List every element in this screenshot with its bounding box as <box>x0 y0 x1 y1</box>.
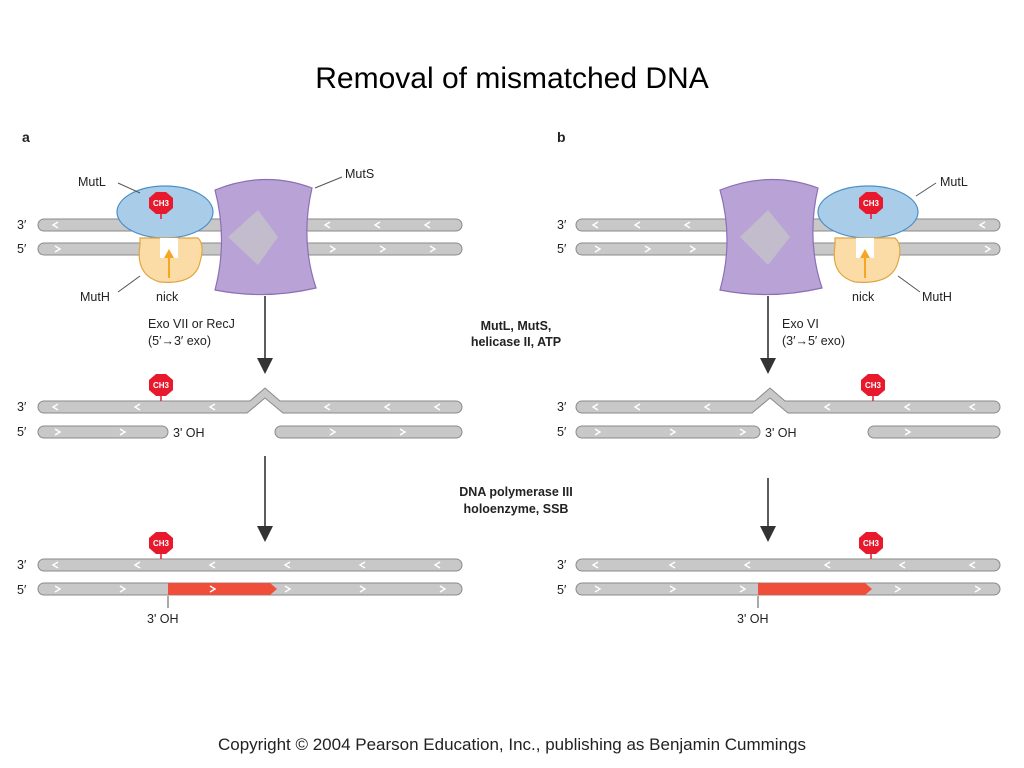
panel-b-nick-label: nick <box>852 290 875 304</box>
panel-a-methyl-stage2: CH3 <box>149 374 173 401</box>
panel-b-strand-3-label: 3′ <box>557 218 567 232</box>
panel-a-nick-arrowhead <box>164 249 174 258</box>
panel-b-muth-protein <box>833 237 901 283</box>
panel-b-stage2-strands <box>575 387 1001 439</box>
panel-a-stage2-3-label: 3′ <box>17 400 27 414</box>
panel-a-mutl-label: MutL <box>78 175 106 189</box>
panel-b-stage2-3-label: 3′ <box>557 400 567 414</box>
panel-a-stage2-5-label: 5′ <box>17 425 27 439</box>
panel-b-new-dna <box>758 583 872 595</box>
panel-b-methyl-label-3: CH3 <box>863 539 880 548</box>
panel-a-nick-gap <box>160 238 178 258</box>
copyright-footer: Copyright © 2004 Pearson Education, Inc.… <box>217 735 806 754</box>
panel-a-stage3-strands <box>37 558 463 596</box>
panel-b-mutl-leader <box>915 182 937 197</box>
panel-a-strand-5-label: 5′ <box>17 242 27 256</box>
center-step2-line1: DNA polymerase III <box>459 485 572 499</box>
panel-a-oh-bottom: 3' OH <box>147 612 179 626</box>
panel-b-methyl-stage2: CH3 <box>861 374 885 401</box>
panel-b-nick-gap <box>856 238 874 258</box>
center-step1-line2: helicase II, ATP <box>471 335 561 349</box>
panel-a-new-dna <box>168 583 277 595</box>
panel-a-muts-protein <box>214 178 317 296</box>
panel-b-stage3-strands <box>575 558 1001 596</box>
panel-b-methyl-label-1: CH3 <box>863 199 880 208</box>
panel-b-muts-protein <box>719 178 823 296</box>
panel-b-mutl-label: MutL <box>940 175 968 189</box>
panel-a-stage3-5-label: 5′ <box>17 583 27 597</box>
panel-a-muth-protein <box>138 237 203 283</box>
panel-b-exo-line1: Exo VI <box>782 317 819 331</box>
panel-b-methyl-label-2: CH3 <box>865 381 882 390</box>
panel-b-muth-label: MutH <box>922 290 952 304</box>
panel-a-exo-line1: Exo VII or RecJ <box>148 317 235 331</box>
panel-a-stage3-3-label: 3′ <box>17 558 27 572</box>
panel-a-muth-leader <box>117 275 141 293</box>
panel-a-methyl-stage1: CH3 <box>149 192 173 219</box>
panel-b-exo-line2: (3′→5′ exo) <box>782 334 845 348</box>
panel-a-muts-label: MutS <box>345 167 374 181</box>
panel-b-strand-5-label: 5′ <box>557 242 567 256</box>
center-step2-line2: holoenzyme, SSB <box>464 502 569 516</box>
panel-a-muts-leader <box>314 176 343 189</box>
panel-b-oh-bottom: 3' OH <box>737 612 769 626</box>
panel-b-methyl-stage1: CH3 <box>859 192 883 219</box>
panel-b-letter: b <box>557 129 566 145</box>
panel-a-methyl-label-2: CH3 <box>153 381 170 390</box>
center-step1-line1: MutL, MutS, <box>481 319 552 333</box>
panel-a-methyl-label-3: CH3 <box>153 539 170 548</box>
panel-a-oh-mid: 3' OH <box>173 426 205 440</box>
panel-b-stage3-5-label: 5′ <box>557 583 567 597</box>
panel-a-exo-line2: (5′→3′ exo) <box>148 334 211 348</box>
panel-b-muth-leader <box>897 275 921 293</box>
panel-a-methyl-stage3: CH3 <box>149 532 173 559</box>
panel-a-stage2-strands <box>37 387 463 439</box>
panel-b-methyl-stage3: CH3 <box>859 532 883 559</box>
panel-b-stage3-3-label: 3′ <box>557 558 567 572</box>
panel-a-letter: a <box>22 129 30 145</box>
panel-a-methyl-label-1: CH3 <box>153 199 170 208</box>
panel-a-mutl-leader <box>117 182 141 194</box>
panel-a-nick-label: nick <box>156 290 179 304</box>
panel-b-nick-arrowhead <box>860 249 870 258</box>
panel-a-muth-label: MutH <box>80 290 110 304</box>
page-title: Removal of mismatched DNA <box>315 62 709 95</box>
panel-b-stage2-5-label: 5′ <box>557 425 567 439</box>
panel-a-strand-3-label: 3′ <box>17 218 27 232</box>
panel-b-oh-mid: 3' OH <box>765 426 797 440</box>
